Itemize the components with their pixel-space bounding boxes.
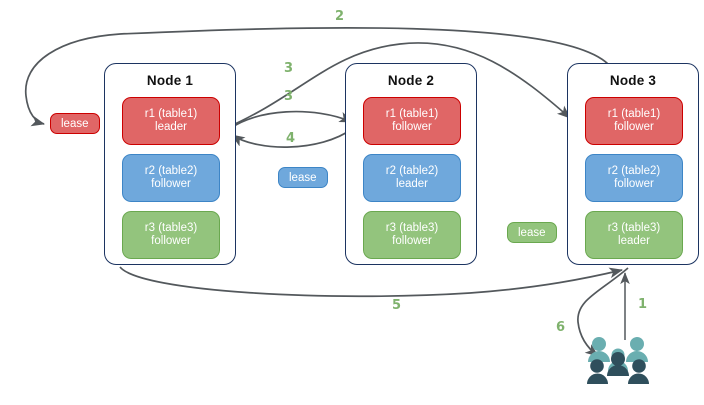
node-title-node3: Node 3 bbox=[609, 73, 657, 88]
replica-node1-r3[interactable]: r3 (table3) follower bbox=[122, 211, 220, 259]
edge-step-5 bbox=[119, 266, 623, 298]
replica-role: follower bbox=[151, 235, 191, 247]
replica-role: follower bbox=[392, 121, 432, 133]
edge-step-4 bbox=[231, 128, 353, 148]
replica-node3-r1[interactable]: r1 (table1) follower bbox=[585, 97, 683, 145]
replica-role: follower bbox=[392, 235, 432, 247]
step-label-5: 5 bbox=[392, 298, 402, 313]
step-label-6: 6 bbox=[556, 320, 566, 335]
step-label-3a: 3 bbox=[284, 61, 294, 76]
replica-node3-r3[interactable]: r3 (table3) leader bbox=[585, 211, 683, 259]
replica-name: r2 (table2) bbox=[607, 164, 661, 177]
replica-role: leader bbox=[155, 121, 187, 133]
step-label-2: 2 bbox=[335, 9, 345, 24]
replica-name: r3 (table3) bbox=[607, 221, 661, 234]
node-title-node1: Node 1 bbox=[146, 73, 194, 88]
replica-node1-r2[interactable]: r2 (table2) follower bbox=[122, 154, 220, 202]
replica-role: follower bbox=[614, 121, 654, 133]
node-title-node2: Node 2 bbox=[387, 73, 435, 88]
users-icon bbox=[587, 337, 649, 384]
node-card-node3[interactable]: Node 3 r1 (table1) follower r2 (table2) … bbox=[567, 63, 699, 265]
lease-badge-r1[interactable]: lease bbox=[50, 113, 100, 134]
replica-name: r3 (table3) bbox=[144, 221, 198, 234]
replica-name: r2 (table2) bbox=[144, 164, 198, 177]
replica-role: leader bbox=[396, 178, 428, 190]
replica-node3-r2[interactable]: r2 (table2) follower bbox=[585, 154, 683, 202]
replica-name: r2 (table2) bbox=[385, 164, 439, 177]
replica-node2-r2[interactable]: r2 (table2) leader bbox=[363, 154, 461, 202]
node-card-node1[interactable]: Node 1 r1 (table1) leader r2 (table2) fo… bbox=[104, 63, 236, 265]
lease-badge-r2[interactable]: lease bbox=[278, 167, 328, 188]
lease-badge-r3[interactable]: lease bbox=[507, 222, 557, 243]
step-label-4: 4 bbox=[286, 131, 296, 146]
replica-name: r3 (table3) bbox=[385, 221, 439, 234]
replica-node2-r1[interactable]: r1 (table1) follower bbox=[363, 97, 461, 145]
step-label-1: 1 bbox=[638, 297, 648, 312]
replica-role: follower bbox=[151, 178, 191, 190]
replica-name: r1 (table1) bbox=[385, 107, 439, 120]
node-card-node2[interactable]: Node 2 r1 (table1) follower r2 (table2) … bbox=[345, 63, 477, 265]
replica-node1-r1[interactable]: r1 (table1) leader bbox=[122, 97, 220, 145]
replica-name: r1 (table1) bbox=[144, 107, 198, 120]
edge-step-3-node2 bbox=[226, 110, 353, 132]
edge-step-2 bbox=[25, 26, 609, 127]
replica-role: leader bbox=[618, 235, 650, 247]
step-label-3b: 3 bbox=[284, 89, 294, 104]
replica-node2-r3[interactable]: r3 (table3) follower bbox=[363, 211, 461, 259]
edge-step-6 bbox=[577, 267, 629, 357]
replica-name: r1 (table1) bbox=[607, 107, 661, 120]
replica-role: follower bbox=[614, 178, 654, 190]
edge-step-3-node3 bbox=[225, 42, 571, 129]
